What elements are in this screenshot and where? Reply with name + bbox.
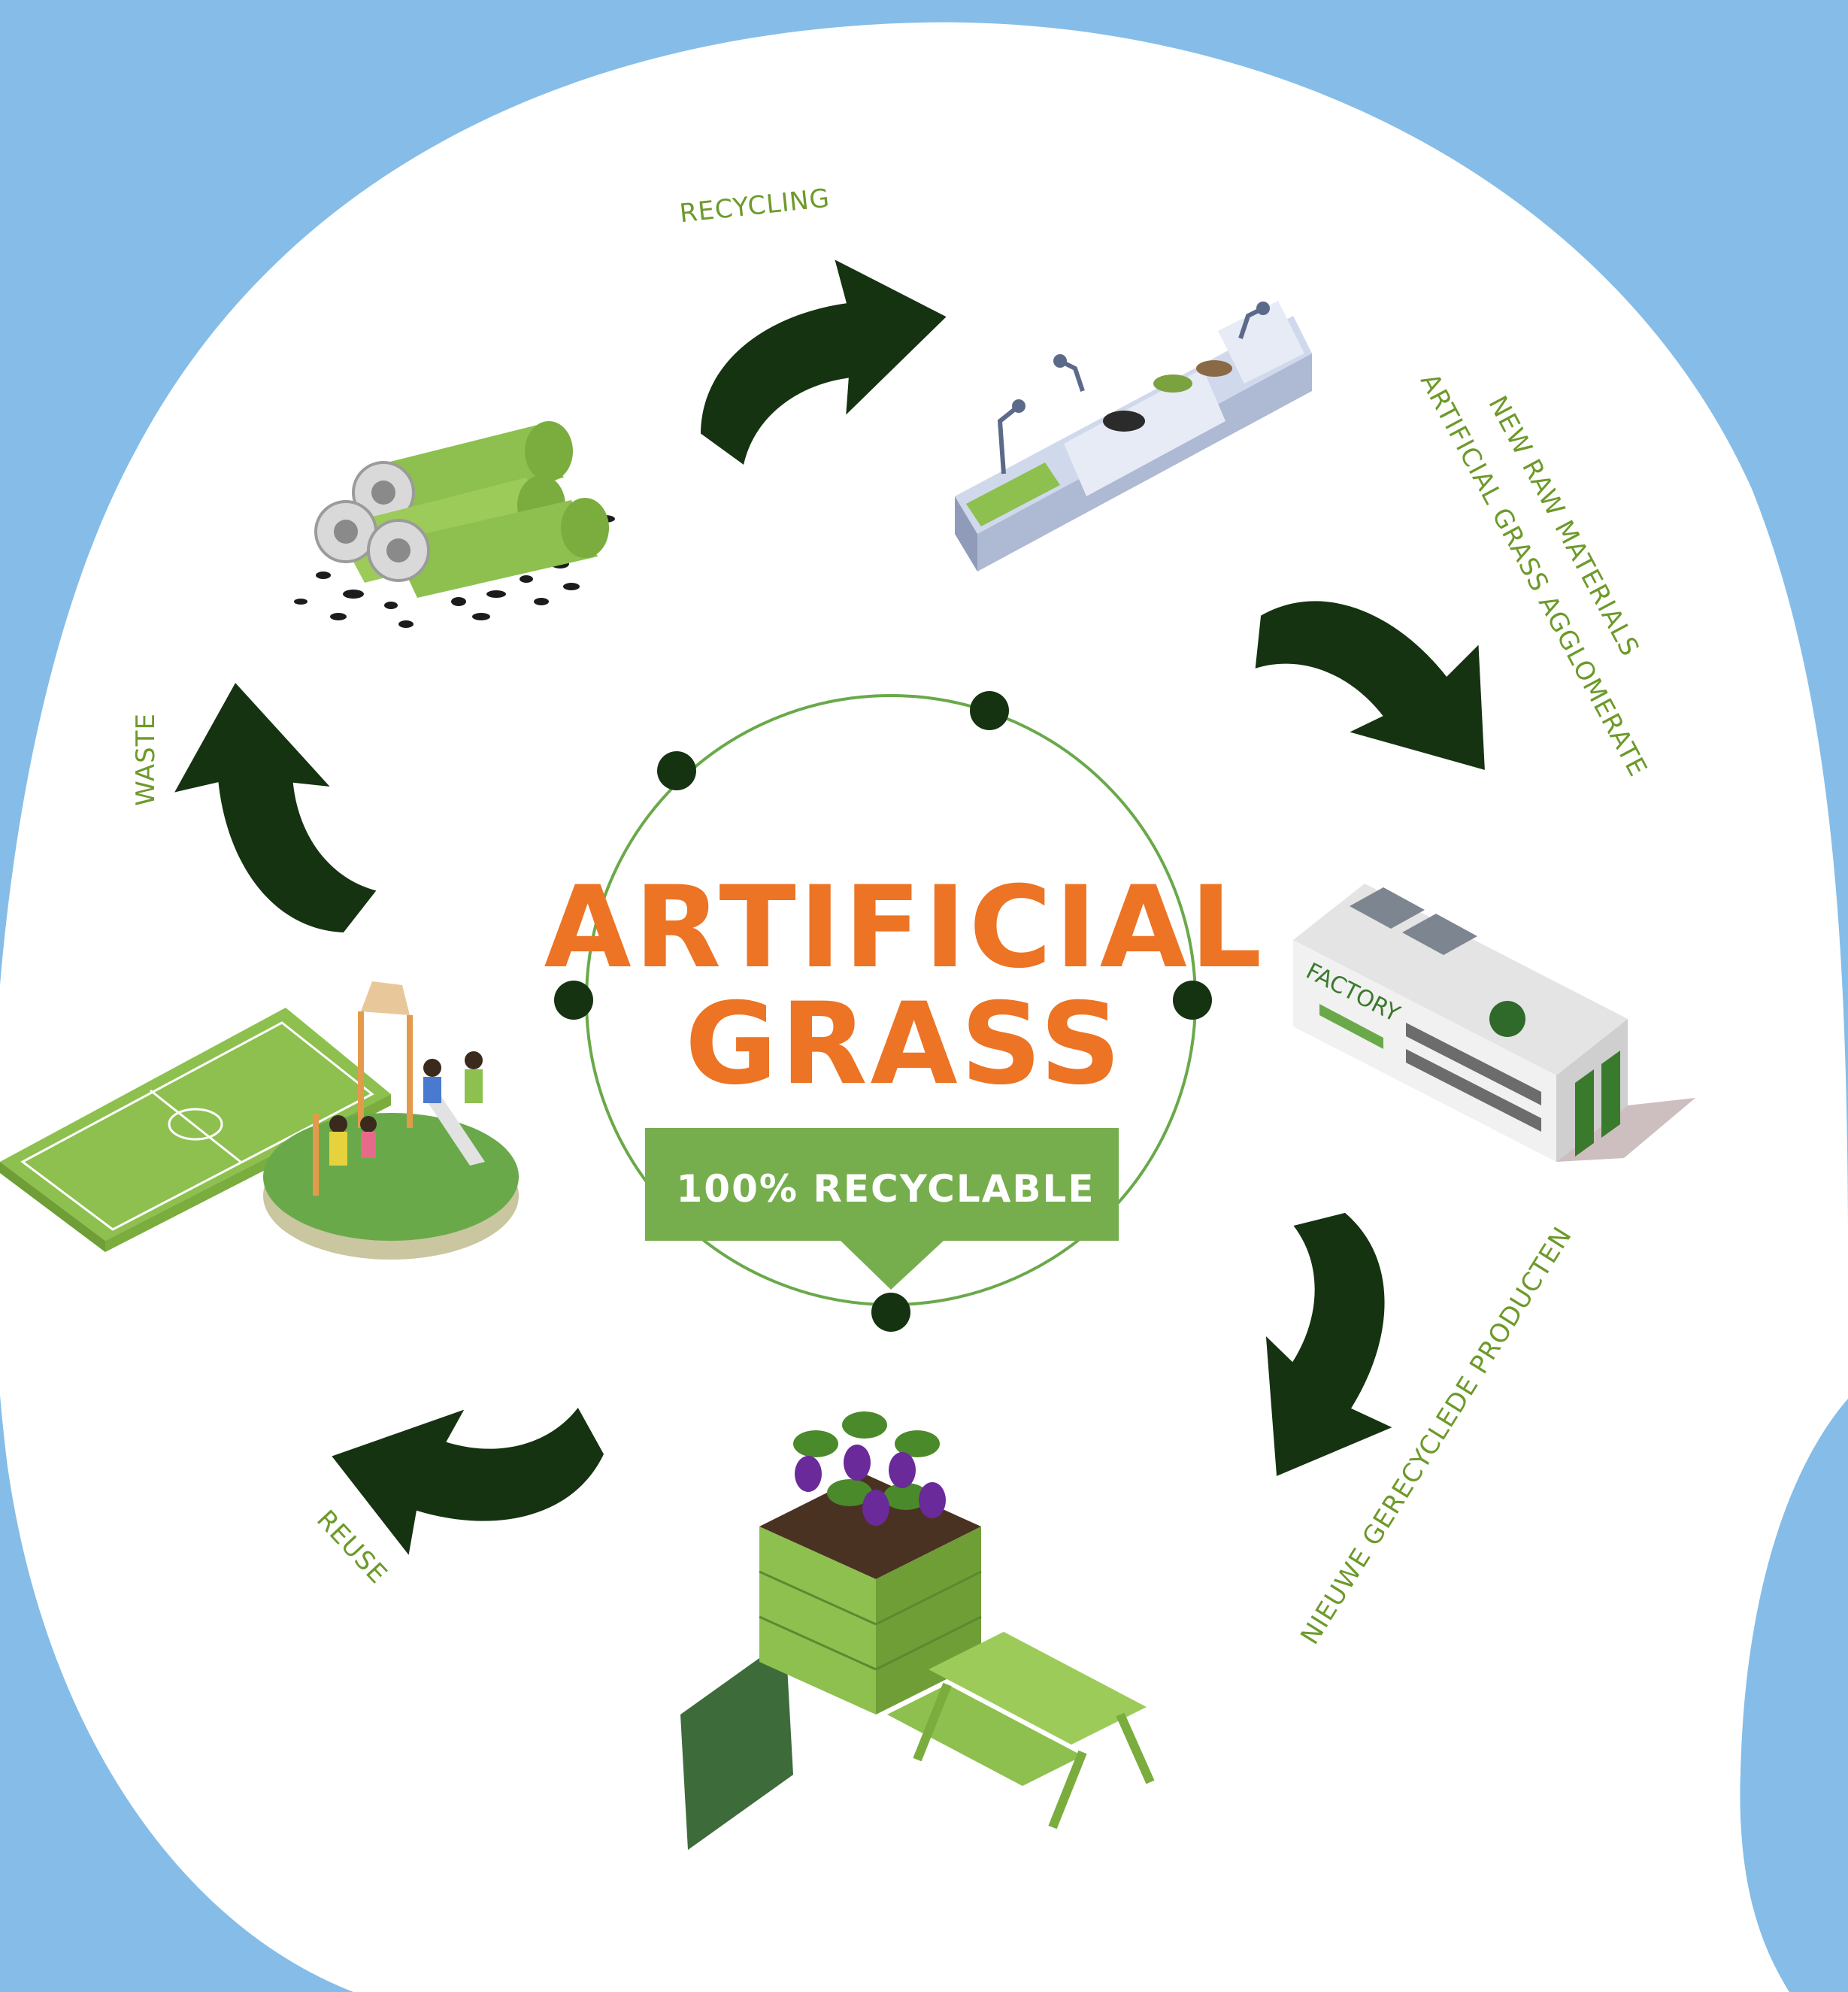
label-waste: WASTE [131, 713, 161, 806]
factory-logo [1489, 1001, 1525, 1037]
factory-illustration: FACTORY [1293, 884, 1695, 1162]
playground-illustration [0, 981, 519, 1260]
ring-dot [871, 1293, 910, 1332]
ring-dot [657, 751, 696, 790]
title-line-1: ARTIFICIAL [544, 863, 1265, 993]
badge-text: 100% RECYCLABLE [676, 1167, 1095, 1211]
blue-corner-shape [1740, 1399, 1848, 1992]
ring-dot [554, 981, 593, 1020]
title-line-2: GRASS [685, 979, 1124, 1110]
ring-dot [970, 691, 1009, 730]
grass-rolls-illustration [294, 421, 615, 628]
recycling-machine-illustration [955, 301, 1312, 572]
recycled-products-illustration [680, 1411, 1155, 1850]
ring-dot [1173, 981, 1212, 1020]
recyclable-badge [645, 1128, 1119, 1290]
